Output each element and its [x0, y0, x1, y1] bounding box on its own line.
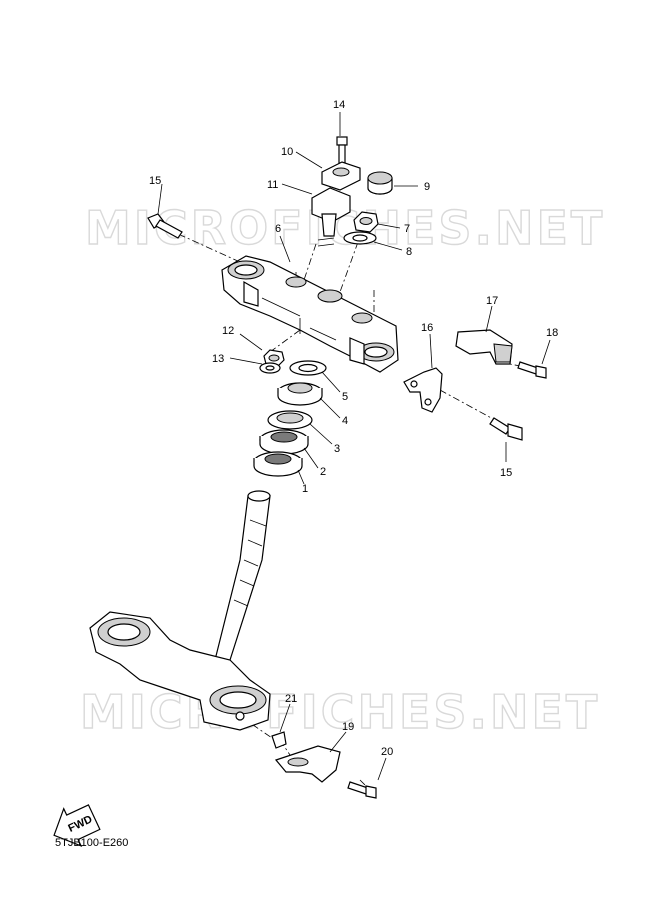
bracket-16	[403, 367, 443, 413]
callout-20: 20	[381, 746, 393, 758]
callout-11: 11	[267, 179, 278, 191]
dust-cover-3	[267, 410, 313, 430]
callout-1: 1	[302, 483, 308, 495]
leader-lines	[157, 112, 551, 781]
callout-10: 10	[281, 146, 293, 158]
callout-13: 13	[212, 353, 224, 365]
callout-19: 19	[342, 721, 354, 733]
washer-13	[259, 362, 281, 374]
bearing-1	[253, 451, 303, 477]
callout-8: 8	[406, 246, 412, 258]
handlebar-clamp-upper-10	[321, 161, 361, 191]
bolt-15-lower	[489, 417, 523, 441]
callout-15-lower: 15	[500, 467, 512, 479]
callout-18: 18	[546, 327, 558, 339]
callout-9: 9	[424, 181, 430, 193]
callout-17: 17	[486, 295, 498, 307]
washer-8	[343, 231, 377, 245]
handlebar-holder-11	[311, 187, 351, 247]
watermark-bottom: MICROFICHES.NET	[80, 685, 600, 739]
callout-14: 14	[333, 99, 345, 111]
steering-stem-lower-bracket	[89, 490, 271, 731]
callout-16: 16	[421, 322, 433, 334]
callout-21: 21	[285, 693, 297, 705]
callout-6: 6	[275, 223, 281, 235]
nut-7	[353, 211, 379, 233]
washer-5	[289, 360, 327, 376]
bolt-14	[336, 136, 348, 164]
collar-21	[271, 731, 287, 749]
callout-15-upper: 15	[149, 175, 161, 187]
bearing-2	[259, 429, 309, 455]
callout-12: 12	[222, 325, 234, 337]
upper-bracket-6	[221, 255, 399, 373]
callout-7: 7	[404, 223, 410, 235]
diagram-code: 5TJB100-E260	[55, 837, 129, 849]
ring-nut-4	[277, 382, 323, 406]
callout-3: 3	[334, 443, 340, 455]
bolt-15-upper	[147, 213, 183, 239]
callout-2: 2	[320, 466, 326, 478]
bolt-20	[347, 781, 377, 799]
guide-19	[274, 745, 341, 783]
collar-9	[367, 171, 393, 195]
callouts: 14 10 9 11 15 7 6 8 17 16 12 18 13 5 4 3…	[149, 99, 558, 758]
fwd-arrow-icon: FWD	[53, 804, 101, 847]
holder-17	[455, 329, 513, 365]
callout-5: 5	[342, 391, 348, 403]
bolt-18	[517, 361, 547, 379]
callout-4: 4	[342, 415, 348, 427]
